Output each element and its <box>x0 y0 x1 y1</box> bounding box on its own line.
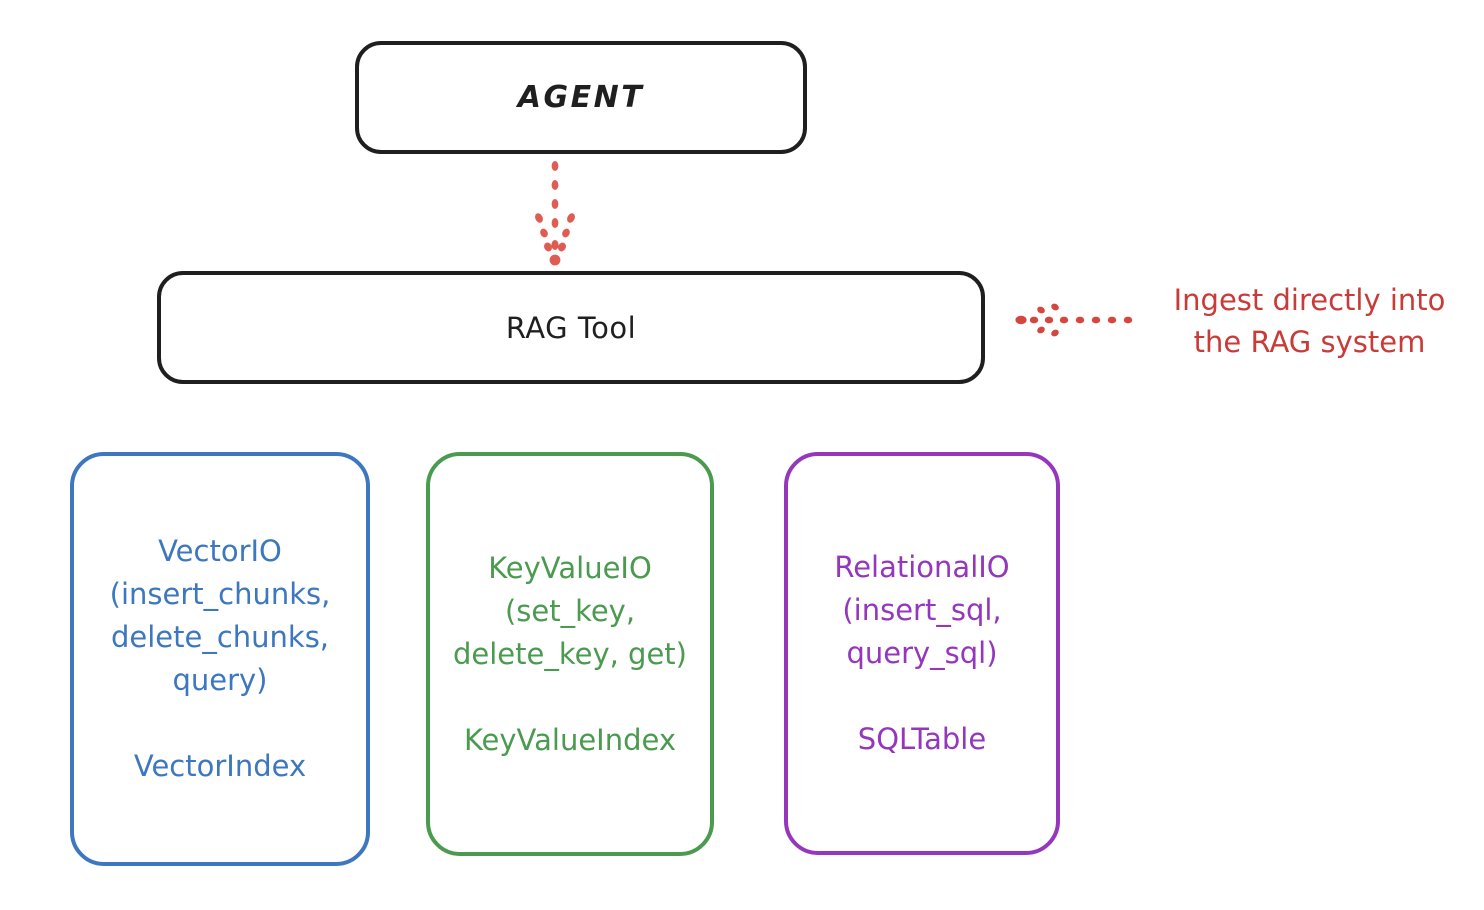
vector-io-node[interactable]: VectorIO (insert_chunks, delete_chunks, … <box>70 452 370 866</box>
key-value-io-node[interactable]: KeyValueIO (set_key, delete_key, get) Ke… <box>426 452 714 856</box>
rag-tool-node-label: RAG Tool <box>505 310 637 345</box>
ingest-arrow-icon <box>1015 303 1133 337</box>
agent-node[interactable]: AGENT <box>355 41 807 154</box>
key-value-io-api-label: KeyValueIO (set_key, delete_key, get) <box>453 550 687 671</box>
vector-io-api-label: VectorIO (insert_chunks, delete_chunks, … <box>109 534 331 697</box>
relational-io-api-label: RelationalIO (insert_sql, query_sql) <box>834 550 1010 670</box>
vector-index-label: VectorIndex <box>133 749 307 783</box>
sql-table-label: SQLTable <box>857 722 987 756</box>
relational-io-node[interactable]: RelationalIO (insert_sql, query_sql) SQL… <box>784 452 1060 855</box>
rag-tool-node[interactable]: RAG Tool <box>157 271 985 384</box>
agent-node-label: AGENT <box>517 80 645 115</box>
ingest-annotation-label: Ingest directly into the RAG system <box>1173 283 1446 359</box>
key-value-index-label: KeyValueIndex <box>463 722 677 757</box>
agent-to-rag-tool-arrow-icon <box>535 161 575 266</box>
